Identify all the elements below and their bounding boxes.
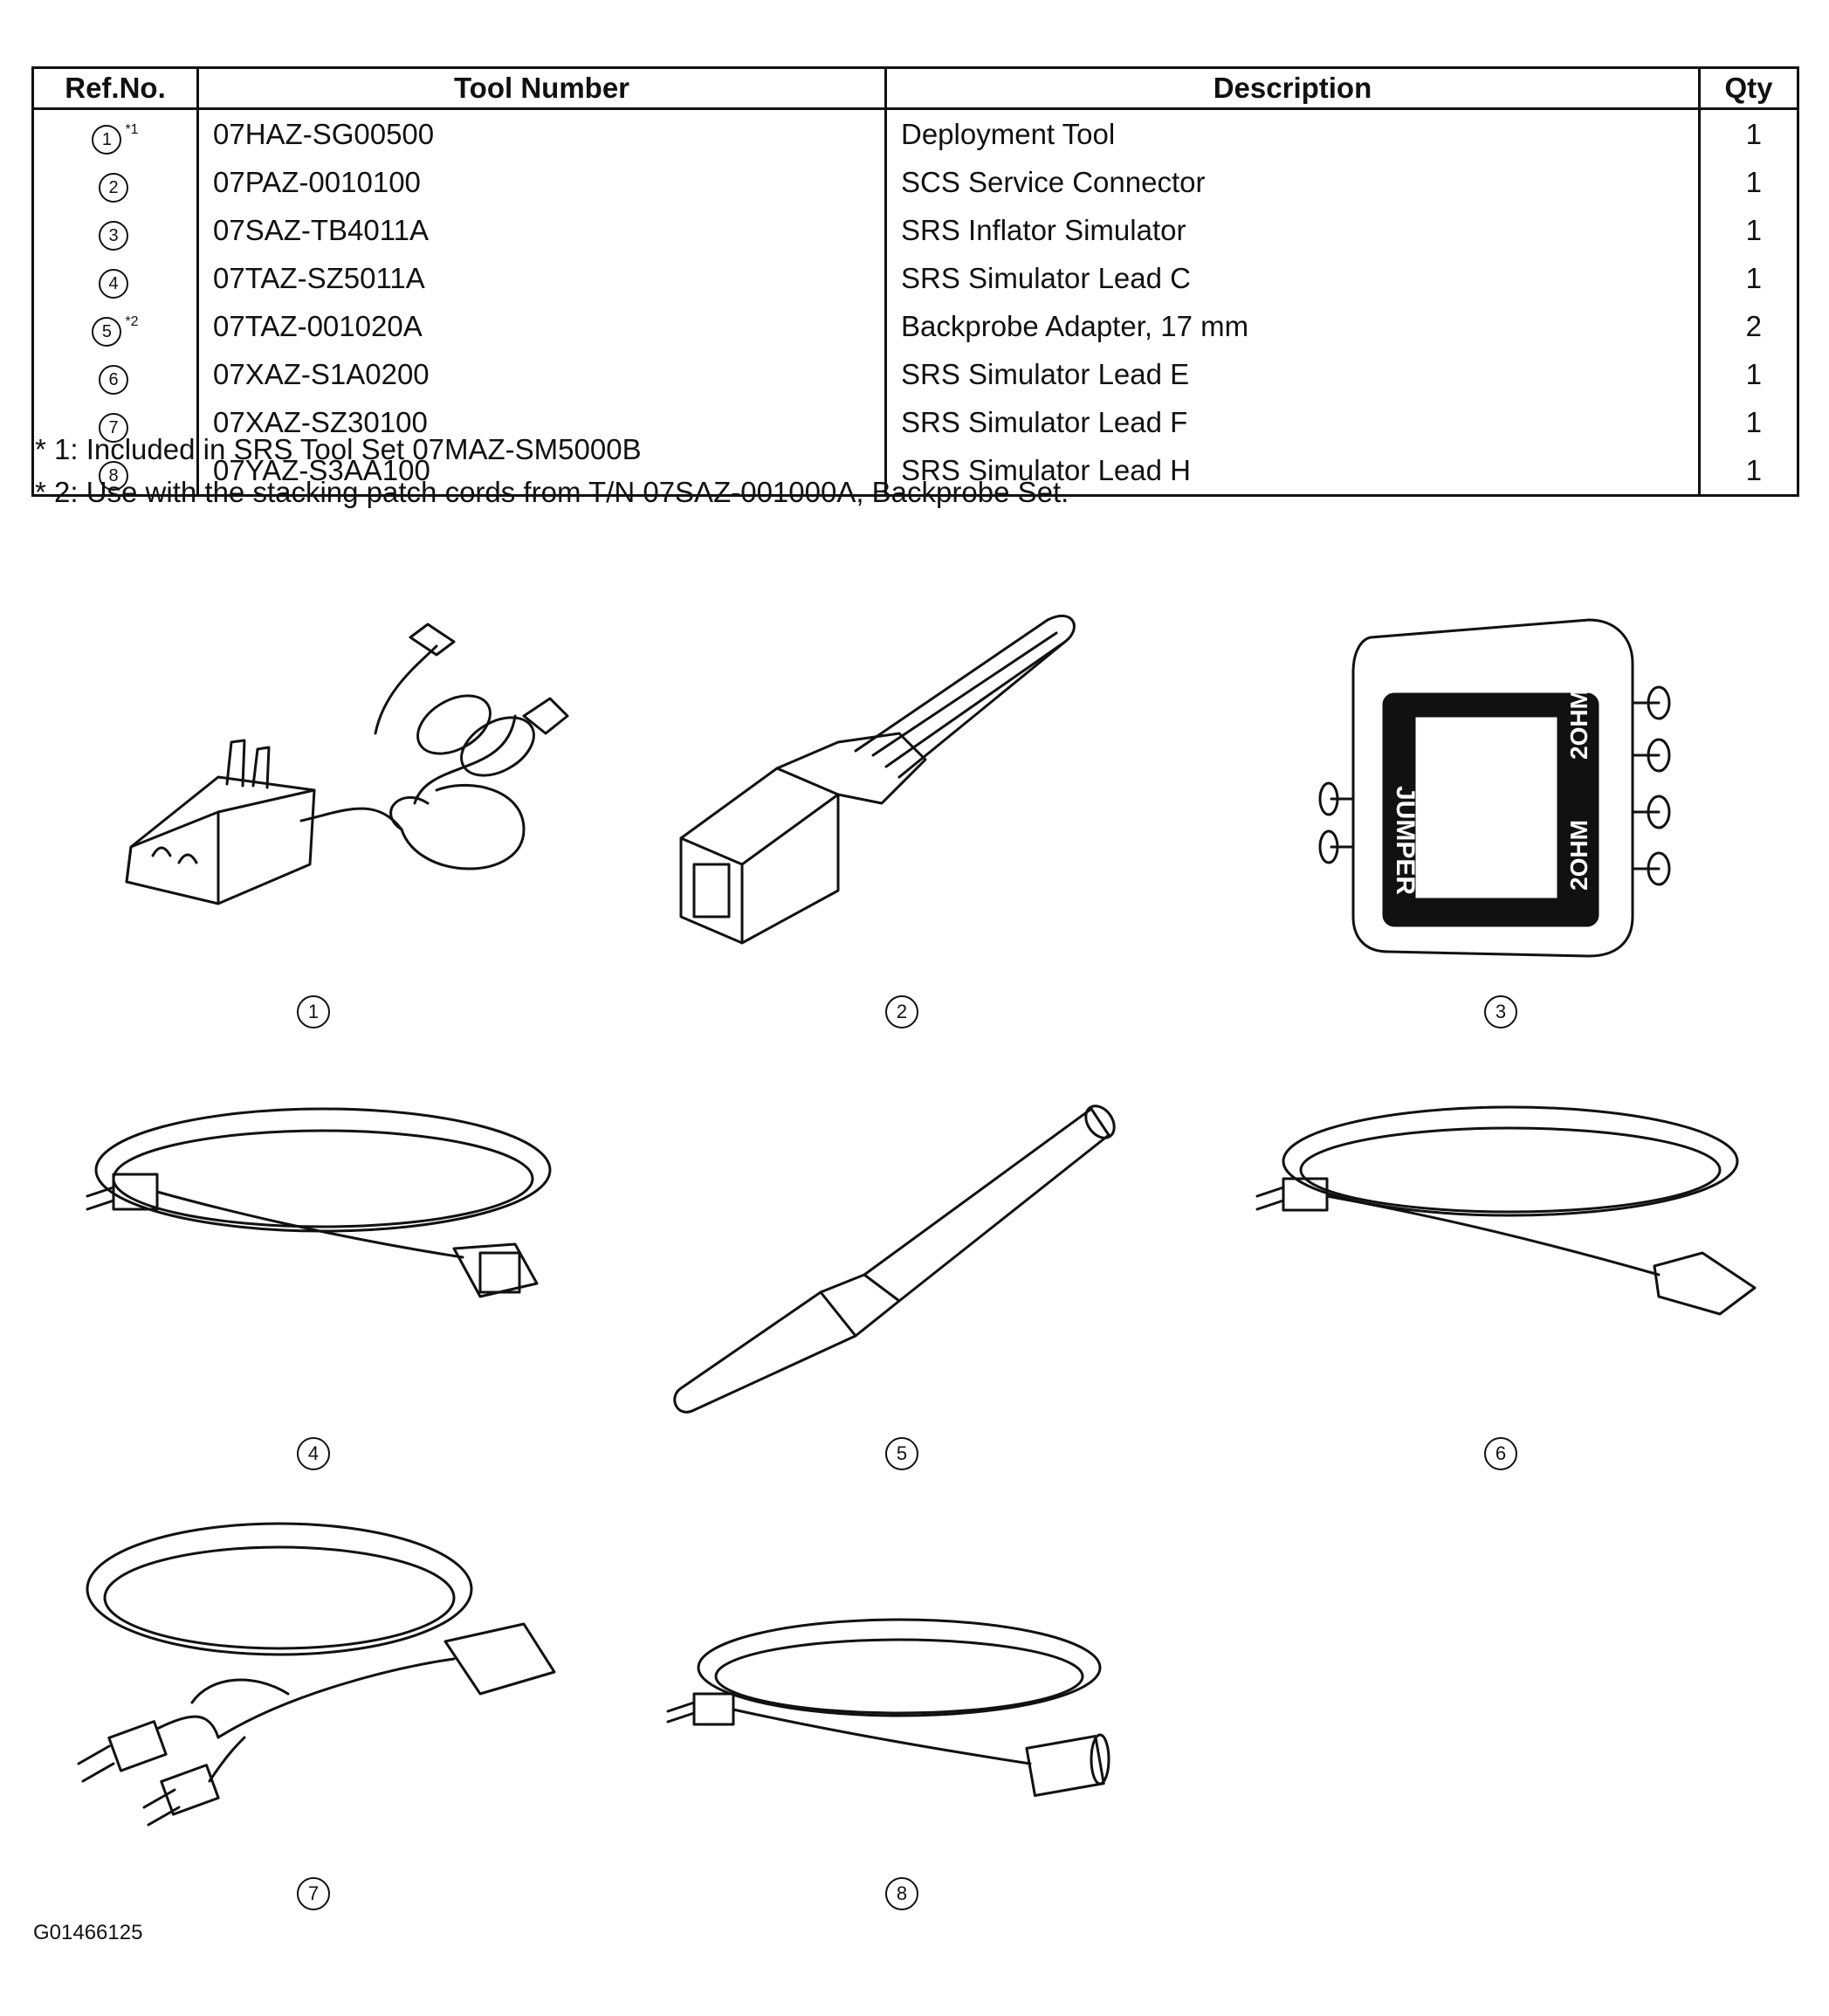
scs-service-connector-drawing <box>664 602 1117 945</box>
srs-simulator-lead-c-drawing <box>61 1100 567 1349</box>
footnote-2: * 2: Use with the stacking patch cords f… <box>35 476 1069 508</box>
qty-cell: 1 <box>1698 206 1799 254</box>
qty-cell: 1 <box>1698 158 1799 206</box>
header-tool-number: Tool Number <box>196 66 887 110</box>
header-description: Description <box>884 66 1701 110</box>
ref-no-cell: 5*2 <box>31 302 199 350</box>
ref-no-cell: 7 <box>31 398 199 446</box>
description-cell: SRS Simulator Lead F <box>884 398 1701 446</box>
description-cell: SCS Service Connector <box>884 158 1701 206</box>
srs-simulator-lead-f-drawing <box>61 1519 567 1838</box>
description-cell: SRS Inflator Simulator <box>884 206 1701 254</box>
ref-number: 4 <box>99 269 128 299</box>
2ohm-label-bottom: 2OHM <box>1565 820 1592 891</box>
qty-cell: 2 <box>1698 302 1799 350</box>
ref-number: 5 <box>92 317 122 347</box>
qty-cell: 1 <box>1698 254 1799 302</box>
figure-label-5: 5 <box>885 1437 918 1470</box>
description-cell: SRS Simulator Lead E <box>884 350 1701 398</box>
table-header-row: Ref.No. Tool Number Description Qty <box>31 66 1799 110</box>
description-cell: SRS Simulator Lead C <box>884 254 1701 302</box>
ref-no-cell: 1*1 <box>31 108 199 158</box>
tool-number-cell: 07TAZ-001020A <box>196 302 887 350</box>
ref-number: 8 <box>99 461 128 492</box>
footnote-1: * 1: Included in SRS Tool Set 07MAZ-SM50… <box>35 433 642 465</box>
qty-cell: 1 <box>1698 350 1799 398</box>
ref-footnote-mark: *1 <box>125 122 139 137</box>
ref-number: 3 <box>99 221 128 251</box>
ref-footnote-mark: *2 <box>125 314 139 329</box>
srs-simulator-lead-h-drawing <box>664 1615 1135 1829</box>
header-ref-no: Ref.No. <box>31 66 199 110</box>
header-qty: Qty <box>1698 66 1799 110</box>
description-cell: SRS Simulator Lead H <box>884 446 1701 496</box>
figure-label-4: 4 <box>297 1437 330 1470</box>
figure-code: G01466125 <box>33 1921 143 1944</box>
tool-number-cell: 07SAZ-TB4011A <box>196 206 887 254</box>
figure-label-3: 3 <box>1484 995 1517 1029</box>
tool-number-cell: 07TAZ-SZ5011A <box>196 254 887 302</box>
ref-number: 1 <box>92 125 122 155</box>
qty-cell: 1 <box>1698 446 1799 496</box>
tool-number-cell: 07YAZ-S3AA100 <box>196 446 887 496</box>
ref-no-cell: 6 <box>31 350 199 398</box>
qty-cell: 1 <box>1698 108 1799 158</box>
qty-cell: 1 <box>1698 398 1799 446</box>
tool-number-cell: 07HAZ-SG00500 <box>196 108 887 158</box>
jumper-label: JUMPER <box>1391 786 1420 895</box>
2ohm-label-top: 2OHM <box>1565 689 1592 760</box>
deployment-tool-drawing <box>113 602 569 921</box>
ref-no-cell: 3 <box>31 206 199 254</box>
description-cell: Backprobe Adapter, 17 mm <box>884 302 1701 350</box>
tool-number-cell: 07XAZ-S1A0200 <box>196 350 887 398</box>
srs-simulator-lead-e-drawing <box>1248 1100 1764 1366</box>
ref-no-cell: 8 <box>31 446 199 496</box>
backprobe-adapter-drawing <box>664 1091 1117 1428</box>
figure-label-7: 7 <box>297 1877 330 1910</box>
ref-number: 2 <box>99 173 128 203</box>
figure-label-6: 6 <box>1484 1437 1517 1470</box>
ref-no-cell: 2 <box>31 158 199 206</box>
srs-inflator-simulator-drawing: JUMPER 2OHM 2OHM <box>1310 602 1676 974</box>
figure-label-1: 1 <box>297 995 330 1029</box>
tool-number-cell: 07XAZ-SZ30100 <box>196 398 887 446</box>
tool-number-cell: 07PAZ-0010100 <box>196 158 887 206</box>
figure-label-8: 8 <box>885 1877 918 1910</box>
figure-label-2: 2 <box>885 995 918 1029</box>
ref-no-cell: 4 <box>31 254 199 302</box>
ref-number: 7 <box>99 413 128 444</box>
ref-number: 6 <box>99 365 128 396</box>
description-cell: Deployment Tool <box>884 108 1701 158</box>
